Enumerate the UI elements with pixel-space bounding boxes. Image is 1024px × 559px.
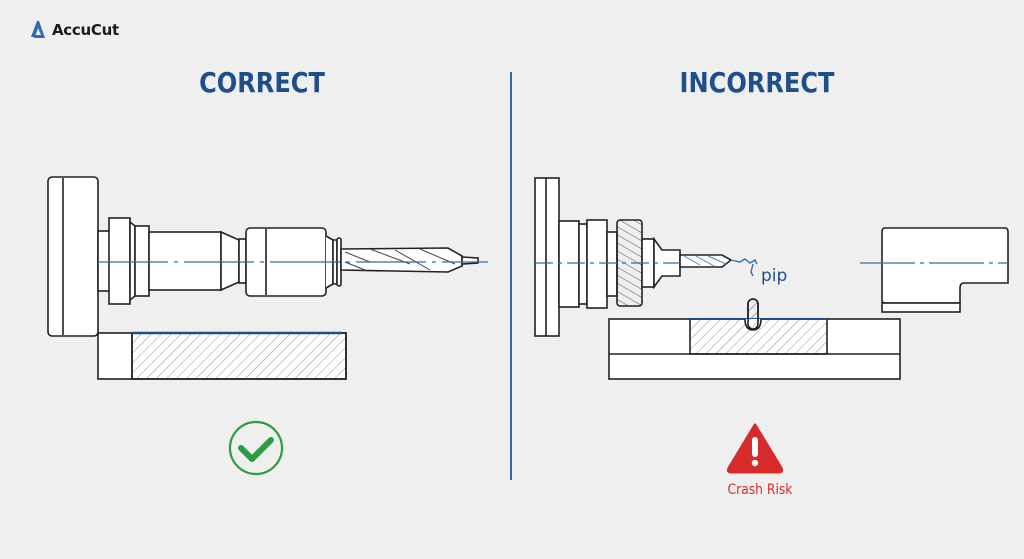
broken-tip-fragment — [730, 258, 758, 277]
tailstock-block — [881, 227, 1009, 304]
collet-ring — [108, 217, 131, 305]
spindle-face-plate — [47, 176, 99, 337]
pip-annotation: pip — [761, 266, 788, 286]
correct-heading: CORRECT — [199, 66, 325, 99]
tool-holder-shank — [148, 231, 222, 291]
check-circle-icon — [228, 420, 284, 476]
brand-name: AccuCut — [52, 21, 119, 39]
spindle-face-plate — [534, 177, 560, 337]
incorrect-heading: INCORRECT — [679, 66, 835, 99]
crash-risk-label: Crash Risk — [727, 482, 793, 498]
drill-bit — [340, 247, 463, 273]
incorrect-setup — [534, 177, 1009, 380]
workpiece-hatched — [131, 332, 347, 380]
accucut-logo-icon — [31, 21, 45, 38]
brand-logo: AccuCut — [28, 20, 119, 40]
spindle-hub — [97, 230, 111, 292]
warning-triangle-icon — [726, 423, 784, 474]
correct-setup — [47, 176, 479, 380]
